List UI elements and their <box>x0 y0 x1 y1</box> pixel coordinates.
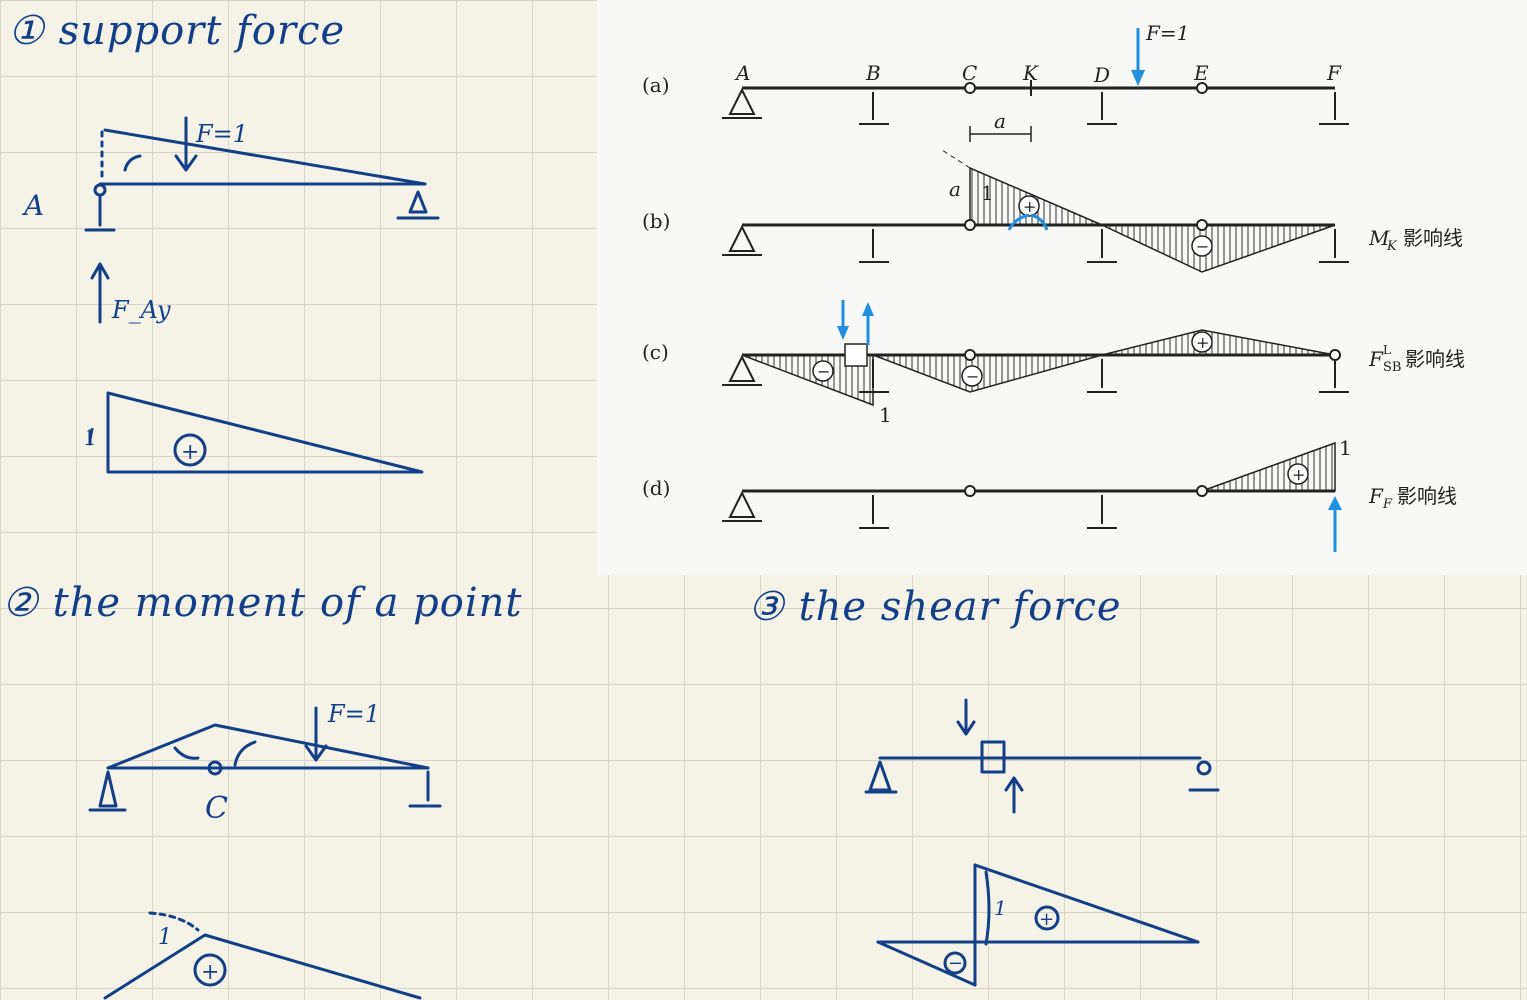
s3-sign-positive: + <box>1039 909 1054 930</box>
row-c-tag: (c) <box>642 340 669 364</box>
s3-sign-negative: − <box>948 953 963 974</box>
node-K: K <box>1022 61 1039 85</box>
s3-ordinate-label: 1 <box>994 896 1007 920</box>
mk-sign-minus: − <box>1196 237 1209 256</box>
mk-ordinate-a: a <box>949 177 961 201</box>
s2-influence-line <box>103 911 422 1000</box>
s2-ordinate-label: 1 <box>158 925 172 950</box>
node-B: B <box>865 61 881 85</box>
s2-sign: + <box>201 960 219 985</box>
section2-title: ② the moment of a point <box>2 580 523 626</box>
ff-ordinate-1: 1 <box>1339 436 1352 460</box>
s1-sign: + <box>181 440 199 465</box>
section1-title: ① support force <box>8 8 346 54</box>
node-C: C <box>962 61 977 85</box>
s2-point-label: C <box>205 791 228 826</box>
fsb-caption-symbol: F <box>1368 347 1384 371</box>
section3-title: ③ the shear force <box>748 584 1122 630</box>
node-A: A <box>734 61 750 85</box>
textbook-figure-svg: (a) A B C K D E F F=1 <box>642 21 1465 552</box>
s3-beam-sketch <box>864 698 1220 814</box>
node-E: E <box>1193 61 1209 85</box>
s2-beam-sketch <box>88 706 442 812</box>
s1-support-label: A <box>21 189 44 222</box>
fsb-sign-plus: + <box>1196 333 1209 352</box>
row-d: (d) + 1 F F 影响线 <box>642 436 1457 552</box>
mk-caption-symbol: M <box>1368 226 1390 250</box>
s1-reaction-label: F_Ay <box>111 296 171 324</box>
s1-ordinate-label: 1 <box>84 426 98 451</box>
row-c: (c) − − + 1 F <box>642 300 1465 427</box>
row-b: (b) a 1 + − M K 影响线 <box>642 149 1463 273</box>
mk-caption-sub: K <box>1386 239 1398 254</box>
s1-force-label: F=1 <box>195 120 248 148</box>
row-a-tag: (a) <box>642 73 670 97</box>
fsb-ordinate-1: 1 <box>879 403 892 427</box>
fsb-sign-minus-2: − <box>966 367 979 386</box>
fsb-caption-sup: L <box>1383 343 1391 357</box>
load-label: F=1 <box>1145 21 1189 45</box>
fsb-caption-text: 影响线 <box>1405 347 1465 371</box>
s2-force-label: F=1 <box>327 700 380 728</box>
s1-beam-sketch <box>84 116 440 324</box>
textbook-figure: (a) A B C K D E F F=1 <box>597 0 1527 575</box>
mk-ordinate-1: 1 <box>981 181 994 205</box>
row-d-tag: (d) <box>642 476 670 500</box>
dimension-a: a <box>994 109 1006 133</box>
s3-influence-line <box>876 863 1200 987</box>
ff-sign-plus: + <box>1292 465 1305 484</box>
fsb-sign-minus-1: − <box>817 362 830 381</box>
row-b-tag: (b) <box>642 209 670 233</box>
node-F: F <box>1326 61 1342 85</box>
s1-influence-line <box>88 391 424 474</box>
ff-caption-text: 影响线 <box>1397 484 1457 508</box>
mk-caption-text: 影响线 <box>1403 226 1463 250</box>
row-a: (a) A B C K D E F F=1 <box>642 21 1349 142</box>
ff-caption-symbol: F <box>1368 484 1384 508</box>
fsb-caption-sub: SB <box>1383 360 1401 375</box>
ff-caption-sub: F <box>1382 497 1393 512</box>
node-D: D <box>1093 63 1110 87</box>
mk-sign-plus: + <box>1023 197 1036 216</box>
